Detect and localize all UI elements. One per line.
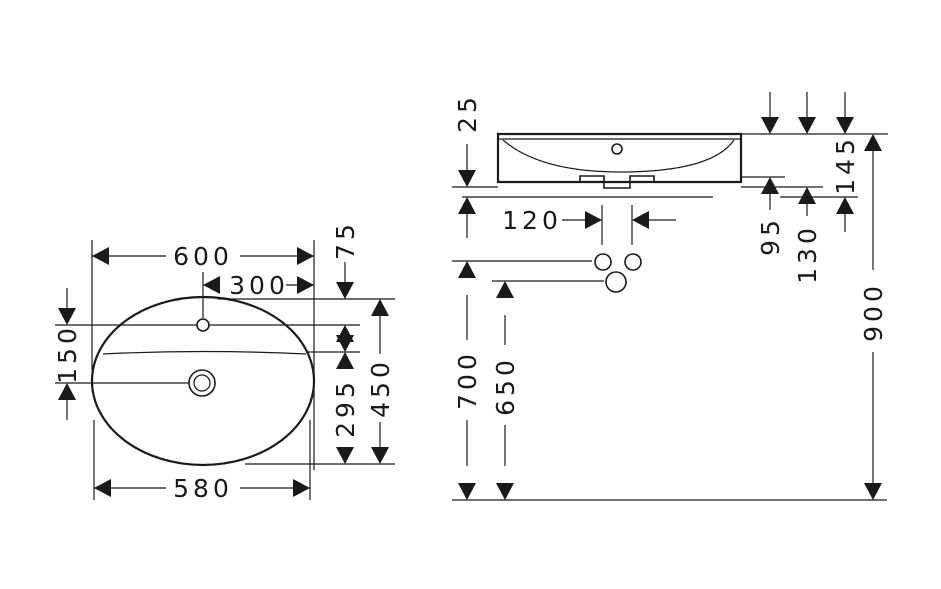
drain-inner: [193, 374, 211, 392]
dim-25: 25: [453, 93, 482, 133]
overflow-hole: [611, 143, 623, 155]
waste-pipe-3: [605, 271, 627, 293]
dim-900: 900: [859, 282, 888, 342]
waste-pipe-1: [594, 253, 612, 271]
dim-300: 300: [229, 271, 289, 300]
dim-150: 150: [53, 324, 82, 384]
dim-75: 75: [331, 220, 360, 260]
dim-650: 650: [491, 356, 520, 416]
dim-120: 120: [502, 206, 562, 235]
dim-95: 95: [756, 216, 785, 256]
waste-pipe-2: [624, 253, 642, 271]
dim-580: 580: [173, 474, 233, 503]
side-view: 120 25 700 650 95 130: [452, 92, 888, 501]
dim-130: 130: [793, 224, 822, 284]
top-view: 600 300 580 150 75: [53, 220, 395, 503]
bowl-curve: [502, 139, 735, 173]
tap-hole: [196, 318, 210, 332]
dim-145: 145: [831, 135, 860, 195]
bowl-rim-line: [102, 350, 307, 355]
waste-outlet: [579, 175, 655, 189]
dim-700: 700: [453, 350, 482, 410]
basin-outline: [90, 295, 316, 467]
basin-profile: [496, 132, 743, 184]
dim-450: 450: [366, 358, 395, 418]
dim-295: 295: [331, 378, 360, 438]
drain-outer: [188, 369, 216, 397]
dim-600: 600: [173, 242, 233, 271]
